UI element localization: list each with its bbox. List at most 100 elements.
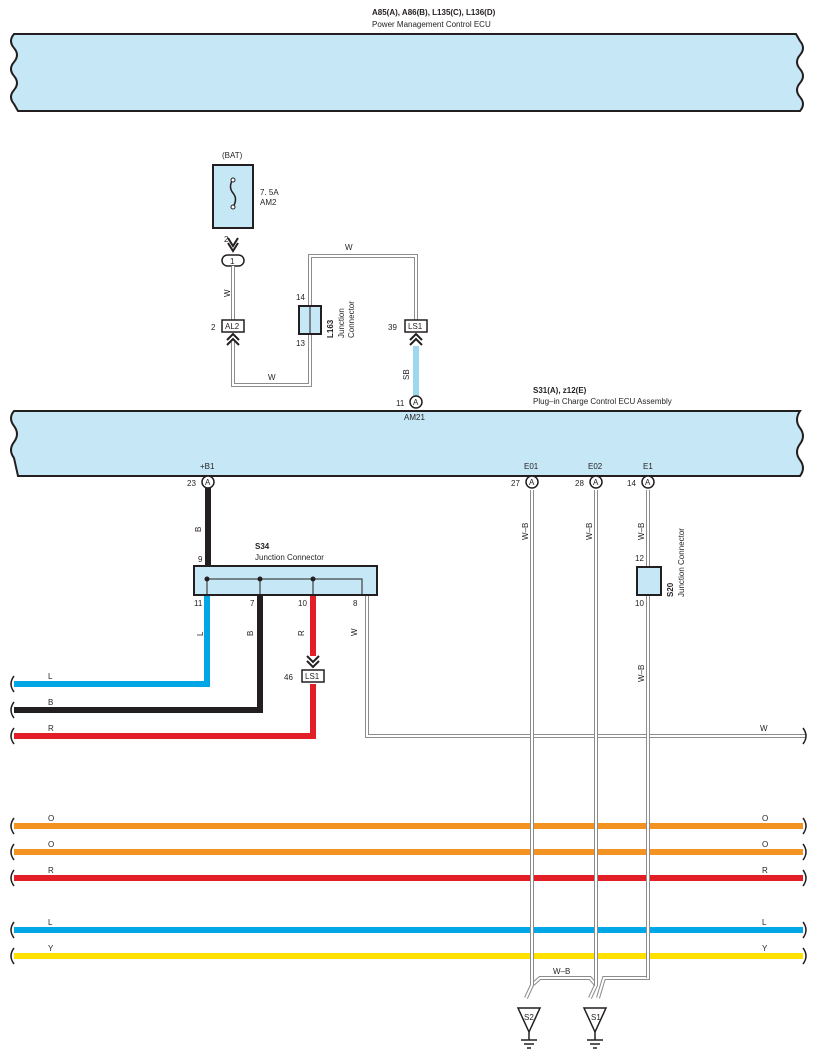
connector-chevron-icon	[409, 332, 423, 341]
bus-label-o2-right: O	[762, 840, 768, 849]
wire-label-am21: SB	[402, 369, 411, 380]
b1-pin: 23	[187, 479, 196, 488]
connector-chevron-icon	[306, 655, 320, 664]
bus-label-y-left: Y	[48, 944, 54, 953]
ecu-top-name: Power Management Control ECU	[372, 20, 491, 29]
wire-label-e1: W–B	[637, 523, 646, 540]
l163-line2: Connector	[347, 301, 356, 338]
ecu-mid-name: Plug–in Charge Control ECU Assembly	[533, 397, 672, 406]
wire-label-e01: W–B	[521, 523, 530, 540]
fuse-source: (BAT)	[222, 151, 243, 160]
ecu-pin-am21: 11 A AM21	[396, 395, 425, 422]
e01-pin: 27	[511, 479, 520, 488]
connector-chevron-icon	[226, 332, 240, 341]
bus-label-r2-left: R	[48, 866, 54, 875]
wire-label-s20-out: W–B	[637, 665, 646, 682]
am21-conn: A	[413, 398, 419, 407]
bus-label-r1-left: R	[48, 724, 54, 733]
ls1-top-pin: 39	[388, 323, 397, 332]
fuse-rating: 7. 5A	[260, 188, 279, 197]
break-marks-lower	[10, 817, 807, 965]
bus-label-o1-right: O	[762, 814, 768, 823]
fuse-pin: 2	[224, 235, 229, 244]
e01-name: E01	[524, 462, 539, 471]
ls1-bottom-pin: 46	[284, 673, 293, 682]
wire-label-s34-w: W	[350, 628, 359, 636]
s34-name: Junction Connector	[255, 553, 324, 562]
junction-connector-s34: S34 Junction Connector 9 11 7 10 8	[193, 542, 378, 608]
fuse-terminal: 1	[230, 257, 235, 266]
ecu-power-management: A85(A), A86(B), L135(C), L136(D) Power M…	[10, 8, 804, 112]
ecu-pin-b1: +B1 23 A	[187, 462, 215, 489]
ls1-bottom-label: LS1	[305, 672, 320, 681]
white-wires	[231, 254, 805, 999]
l163-pin-top: 14	[296, 293, 305, 302]
junction-connector-l163: 14 13 L163 Junction Connector	[296, 293, 356, 348]
bus-wires-lower	[14, 823, 803, 959]
bus-label-l2-right: L	[762, 918, 767, 927]
e1-conn: A	[645, 478, 651, 487]
ls1-top-label: LS1	[408, 322, 423, 331]
ground-s1: S1	[582, 1007, 608, 1049]
junction-connector-s20: 12 10 S20 Junction Connector	[635, 528, 686, 608]
wire-label-s34-b: B	[246, 631, 255, 636]
l163-pin-bottom: 13	[296, 339, 305, 348]
e02-conn: A	[593, 478, 599, 487]
s20-pin-top: 12	[635, 554, 644, 563]
ground-wires-over	[530, 800, 650, 985]
e02-name: E02	[588, 462, 603, 471]
ground-s1-label: S1	[591, 1013, 601, 1022]
wire-label-s34-l: L	[196, 631, 205, 636]
e01-conn: A	[529, 478, 535, 487]
wire-label-loop-top: W	[345, 243, 353, 252]
ecu-plugin-charge: S31(A), z12(E) Plug–in Charge Control EC…	[10, 386, 804, 477]
bus-label-l2-left: L	[48, 918, 53, 927]
wire-b-out	[14, 596, 263, 713]
s34-pin-10: 10	[298, 599, 307, 608]
e1-name: E1	[643, 462, 653, 471]
break-marks-upper	[10, 675, 807, 745]
fuse-icon	[229, 178, 237, 208]
wire-label-e02: W–B	[585, 523, 594, 540]
bus-label-r2-right: R	[762, 866, 768, 875]
wire-l-out	[14, 596, 210, 687]
bus-label-w1-right: W	[760, 724, 768, 733]
connector-chevron-icon	[227, 237, 239, 248]
l163-line1: Junction	[337, 308, 346, 338]
ground-triangle-icon	[582, 1007, 608, 1034]
connector-ls1-top: 39 LS1	[388, 319, 428, 346]
wire-label-ground-join: W–B	[553, 967, 570, 976]
ecu-pin-e02: E02 28 A	[575, 462, 603, 489]
al2-pin: 2	[211, 323, 216, 332]
ground-s2-label: S2	[524, 1013, 534, 1022]
bus-label-y-right: Y	[762, 944, 768, 953]
am21-name: AM21	[404, 413, 425, 422]
s34-pin-in: 9	[198, 555, 203, 564]
wire-label-b1: B	[194, 527, 203, 532]
connector-ls1-bottom: 46 LS1	[284, 655, 325, 683]
wire-label-loop-bottom: W	[268, 373, 276, 382]
b1-conn: A	[205, 478, 211, 487]
e02-pin: 28	[575, 479, 584, 488]
ground-triangle-icon	[516, 1007, 542, 1034]
al2-label: AL2	[225, 322, 240, 331]
am21-pin: 11	[396, 399, 405, 408]
ecu-pin-e01: E01 27 A	[511, 462, 539, 489]
bus-label-o2-left: O	[48, 840, 54, 849]
wire-label-fuse-out: W	[223, 289, 232, 297]
s34-pin-11: 11	[194, 599, 203, 608]
fuse-am2: (BAT) 7. 5A AM2 2 1	[212, 151, 279, 267]
l163-id: L163	[326, 319, 335, 338]
ecu-mid-id: S31(A), z12(E)	[533, 386, 587, 395]
connector-al2: 2 AL2	[211, 319, 245, 346]
s20-pin-bottom: 10	[635, 599, 644, 608]
s34-pin-8: 8	[353, 599, 358, 608]
s20-name: Junction Connector	[677, 528, 686, 597]
fuse-name: AM2	[260, 198, 277, 207]
bus-label-l1-left: L	[48, 672, 53, 681]
wire-r-out	[14, 684, 316, 739]
ecu-top-id: A85(A), A86(B), L135(C), L136(D)	[372, 8, 496, 17]
bus-label-o1-left: O	[48, 814, 54, 823]
s34-id: S34	[255, 542, 270, 551]
